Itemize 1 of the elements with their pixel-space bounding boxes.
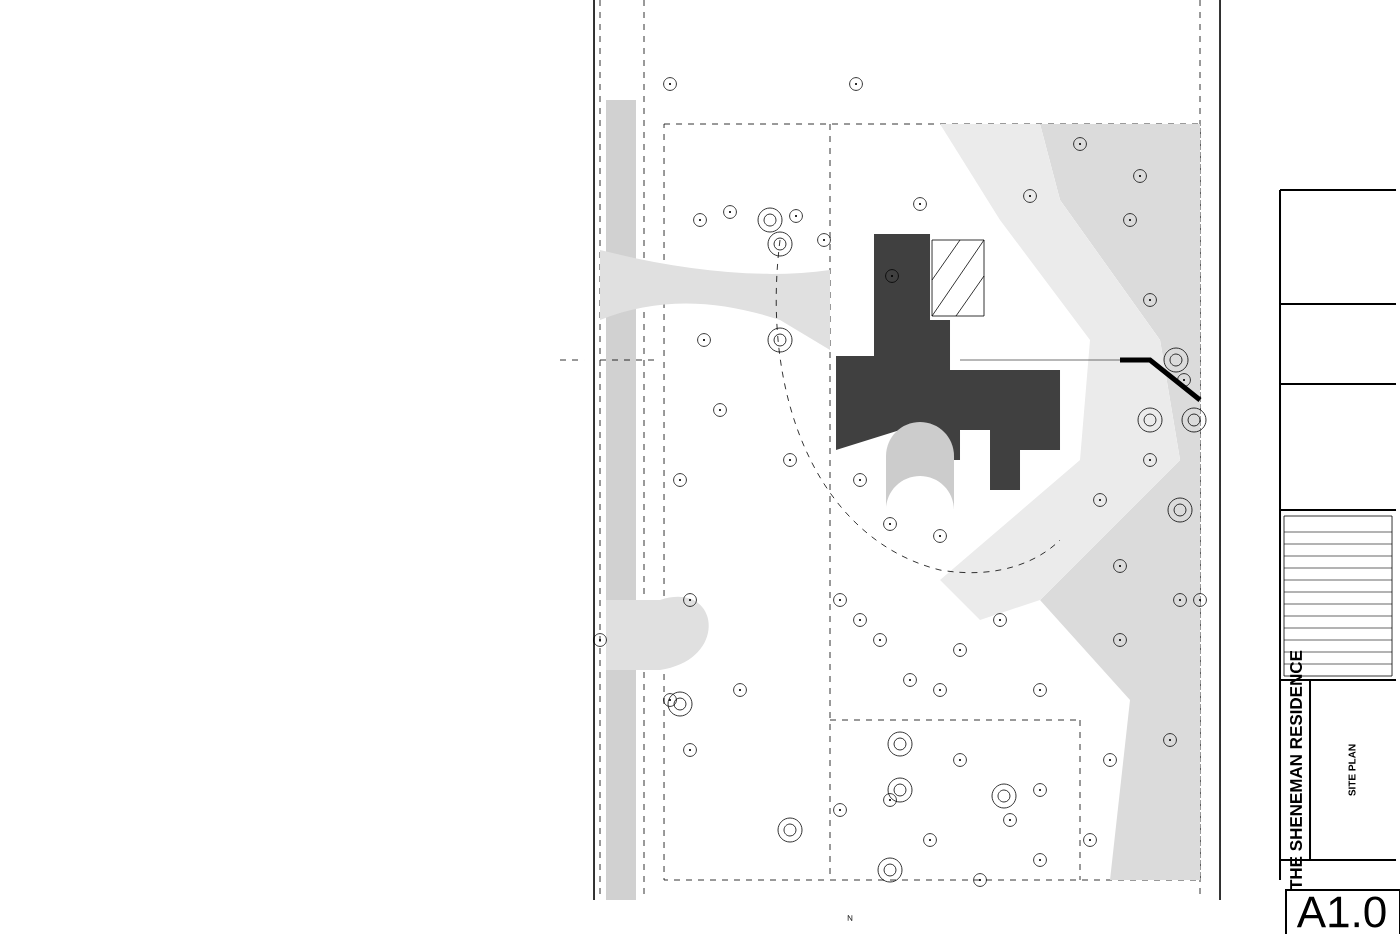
sheet-number: A1.0 (1285, 889, 1400, 934)
